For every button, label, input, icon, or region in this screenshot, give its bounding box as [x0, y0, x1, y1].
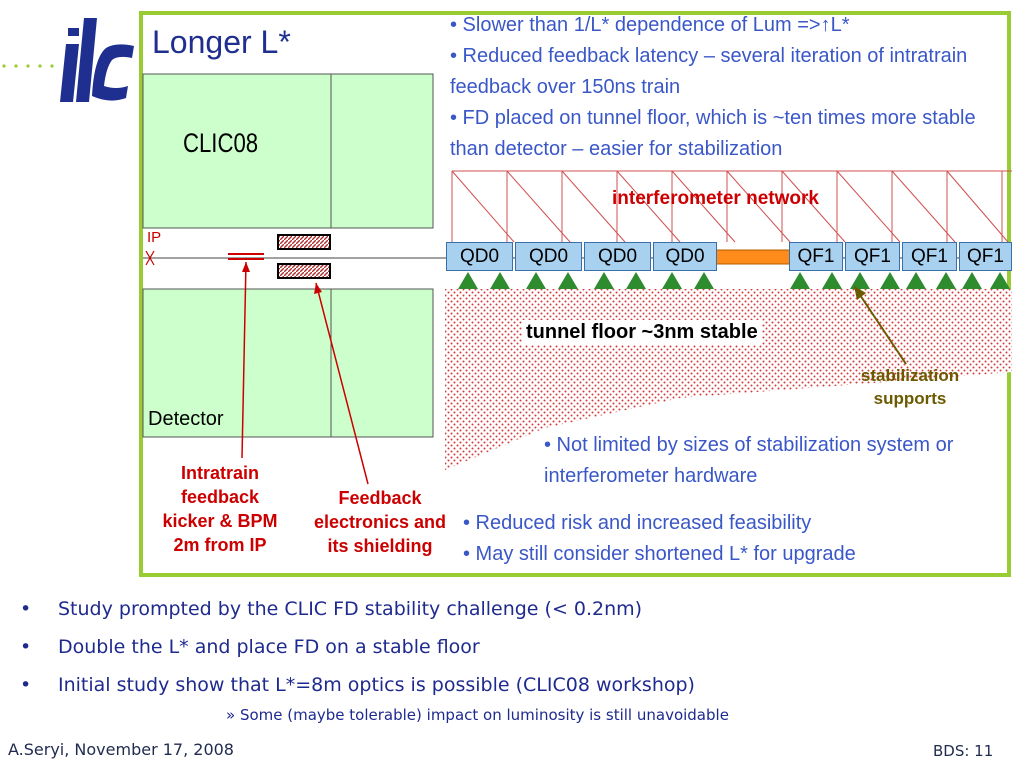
bottom-bullets: • Reduced risk and increased feasibility…	[463, 508, 1003, 570]
detector-label: Detector	[148, 408, 224, 430]
bullet-item: • Initial study show that L*=8m optics is…	[20, 668, 1010, 706]
bullet-text: Study prompted by the CLIC FD stability …	[58, 598, 643, 620]
bullet-marker: •	[20, 674, 32, 696]
magnet-qd0: QD0	[515, 242, 582, 271]
tunnel-floor-label: tunnel floor ~3nm stable	[522, 320, 762, 345]
magnet-qf1: QF1	[789, 242, 843, 271]
magnet-qd0: QD0	[446, 242, 513, 271]
magnet-qd0: QD0	[584, 242, 651, 271]
kicker-label-line: 2m from IP	[173, 535, 267, 555]
bullet-text: Initial study show that L*=8m optics is …	[58, 674, 695, 696]
bottom-bullet: • May still consider shortened L* for up…	[463, 543, 856, 565]
logo-dots	[2, 64, 54, 68]
stabilization-supports-label: stabilization supports	[840, 364, 980, 410]
magnet-qf1: QF1	[902, 242, 957, 271]
main-bullet-list: • Study prompted by the CLIC FD stability…	[20, 592, 1010, 706]
feedback-electronics-label: Feedback electronics and its shielding	[300, 486, 460, 558]
interferometer-label: interferometer network	[612, 188, 819, 209]
magnet-qd0: QD0	[653, 242, 717, 271]
magnet-qf1: QF1	[959, 242, 1012, 271]
stabilization-label-line: supports	[873, 389, 947, 408]
ip-label: IP	[147, 229, 162, 246]
mid-bullet: • Not limited by sizes of stabilization …	[544, 434, 954, 487]
clic08-label: CLIC08	[183, 128, 259, 158]
kicker-label-line: Intratrain	[180, 463, 259, 483]
bullet-item: • Double the L* and place FD on a stable …	[20, 630, 1010, 668]
mid-bullets: • Not limited by sizes of stabilization …	[544, 430, 974, 492]
footer-author-date: A.Seryi, November 17, 2008	[8, 740, 234, 759]
stabilization-label-line: stabilization	[860, 366, 960, 385]
detector-blocks	[142, 73, 434, 438]
bullet-item: • Study prompted by the CLIC FD stability…	[20, 592, 1010, 630]
kicker-label-line: feedback	[180, 487, 260, 507]
top-bullet: • Reduced feedback latency – several ite…	[450, 45, 968, 98]
magnet-qf1: QF1	[845, 242, 900, 271]
top-bullet: • Slower than 1/L* dependence of Lum =>↑…	[450, 14, 850, 36]
bottom-bullet: • Reduced risk and increased feasibility	[463, 512, 812, 534]
bullet-text: Double the L* and place FD on a stable f…	[58, 636, 480, 658]
ilc-logo	[60, 14, 140, 104]
sub-bullet: » Some (maybe tolerable) impact on lumin…	[226, 706, 729, 724]
top-bullet: • FD placed on tunnel floor, which is ~t…	[450, 107, 976, 160]
stabilization-supports	[458, 272, 1010, 289]
slide-title: Longer L*	[152, 24, 291, 60]
bullet-marker: •	[20, 598, 32, 620]
top-bullets: • Slower than 1/L* dependence of Lum =>↑…	[450, 10, 1010, 165]
feedback-label-line: its shielding	[327, 536, 433, 556]
feedback-label-line: electronics and	[313, 512, 447, 532]
bullet-marker: •	[20, 636, 32, 658]
kicker-label: Intratrain feedback kicker & BPM 2m from…	[150, 461, 290, 557]
footer-page-number: BDS: 11	[933, 742, 994, 760]
kicker-label-line: kicker & BPM	[162, 511, 278, 531]
feedback-label-line: Feedback	[338, 488, 422, 508]
interferometer-network	[451, 170, 1012, 243]
